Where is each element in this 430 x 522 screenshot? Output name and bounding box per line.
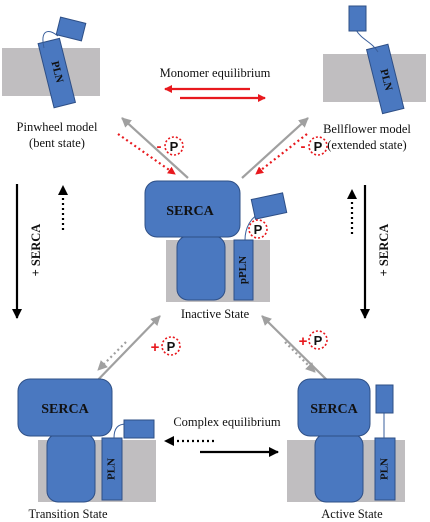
monomer-equilibrium-label: Monomer equilibrium [160, 66, 271, 80]
phospho-right: + P [299, 330, 328, 350]
phosphate-circle [308, 136, 328, 156]
transition-state-complex: SERCA PLN [17, 378, 156, 503]
pln-helix [101, 437, 123, 501]
minus-sign: - [157, 138, 162, 155]
pln-helix [374, 437, 396, 501]
serca-head [144, 180, 241, 238]
cytoplasmic-linker [42, 31, 59, 49]
plus-sign: + [151, 339, 160, 356]
bellflower-model: PLN [323, 5, 426, 115]
inactive-state-label: Inactive State [181, 307, 250, 321]
pinwheel-model: PLN [2, 16, 100, 109]
pln-label: PLN [379, 458, 391, 480]
complex-equilibrium-label: Complex equilibrium [173, 415, 281, 429]
gray-dotted-arrow-to-transition [97, 341, 127, 371]
phospho-left: + P [151, 336, 181, 356]
serca-head [297, 378, 371, 437]
gray-arrow-to-inactive-left [91, 315, 161, 387]
cytoplasmic-domain [123, 419, 155, 439]
phosphate-circle [164, 136, 184, 156]
ppln-label: pPLN [237, 256, 249, 284]
gray-arrow-to-bellflower [241, 117, 309, 179]
gray-dotted-arrow-to-active [284, 341, 316, 373]
pln-helix [365, 43, 405, 115]
red-dotted-arrow-from-pinwheel [117, 133, 176, 175]
phosphate-circle [161, 336, 181, 356]
phosphate-symbol: P [170, 139, 179, 154]
right-serca-label: + SERCA [377, 224, 391, 277]
serca-transmembrane [46, 433, 96, 503]
serca-transmembrane [176, 235, 226, 301]
gray-arrow-to-inactive-right [261, 315, 334, 387]
phosphate-circle [308, 330, 328, 350]
phosphate-circle [248, 219, 268, 239]
pln-label: PLN [106, 458, 118, 480]
gray-arrow-to-pinwheel [121, 117, 189, 179]
phosphate-symbol: P [167, 339, 176, 354]
dephospho-right: - P [301, 136, 328, 156]
pln-label: PLN [377, 68, 394, 92]
cytoplasmic-linker [355, 29, 379, 53]
dephospho-left: - P [157, 136, 184, 156]
left-serca-label: + SERCA [29, 224, 43, 277]
serca-transmembrane [314, 433, 364, 503]
pln-label: PLN [48, 60, 65, 84]
active-state-complex: SERCA PLN [287, 378, 405, 503]
serca-label: SERCA [310, 402, 358, 417]
pln-helix [37, 37, 77, 109]
phosphate-symbol: P [314, 333, 323, 348]
red-dotted-arrow-from-bellflower [255, 133, 308, 175]
serca-head [17, 378, 113, 437]
serca-label: SERCA [166, 204, 214, 219]
plus-sign: + [299, 333, 308, 350]
cytoplasmic-domain [250, 192, 288, 220]
pinwheel-title: Pinwheel model [17, 120, 98, 134]
inactive-state-complex: SERCA pPLN P [144, 180, 288, 302]
phosphate-symbol: P [314, 139, 323, 154]
minus-sign: - [301, 138, 306, 155]
bellflower-subtitle: (extended state) [327, 138, 406, 152]
cytoplasmic-domain [55, 16, 87, 42]
transition-state-label: Transition State [28, 507, 108, 521]
bellflower-title: Bellflower model [323, 122, 411, 136]
pinwheel-subtitle: (bent state) [29, 136, 85, 150]
cytoplasmic-domain [348, 5, 367, 32]
serca-label: SERCA [41, 402, 89, 417]
phosphate-symbol: P [254, 222, 263, 237]
active-state-label: Active State [321, 507, 383, 521]
ppln-helix [233, 239, 254, 301]
cytoplasmic-domain [375, 384, 394, 414]
